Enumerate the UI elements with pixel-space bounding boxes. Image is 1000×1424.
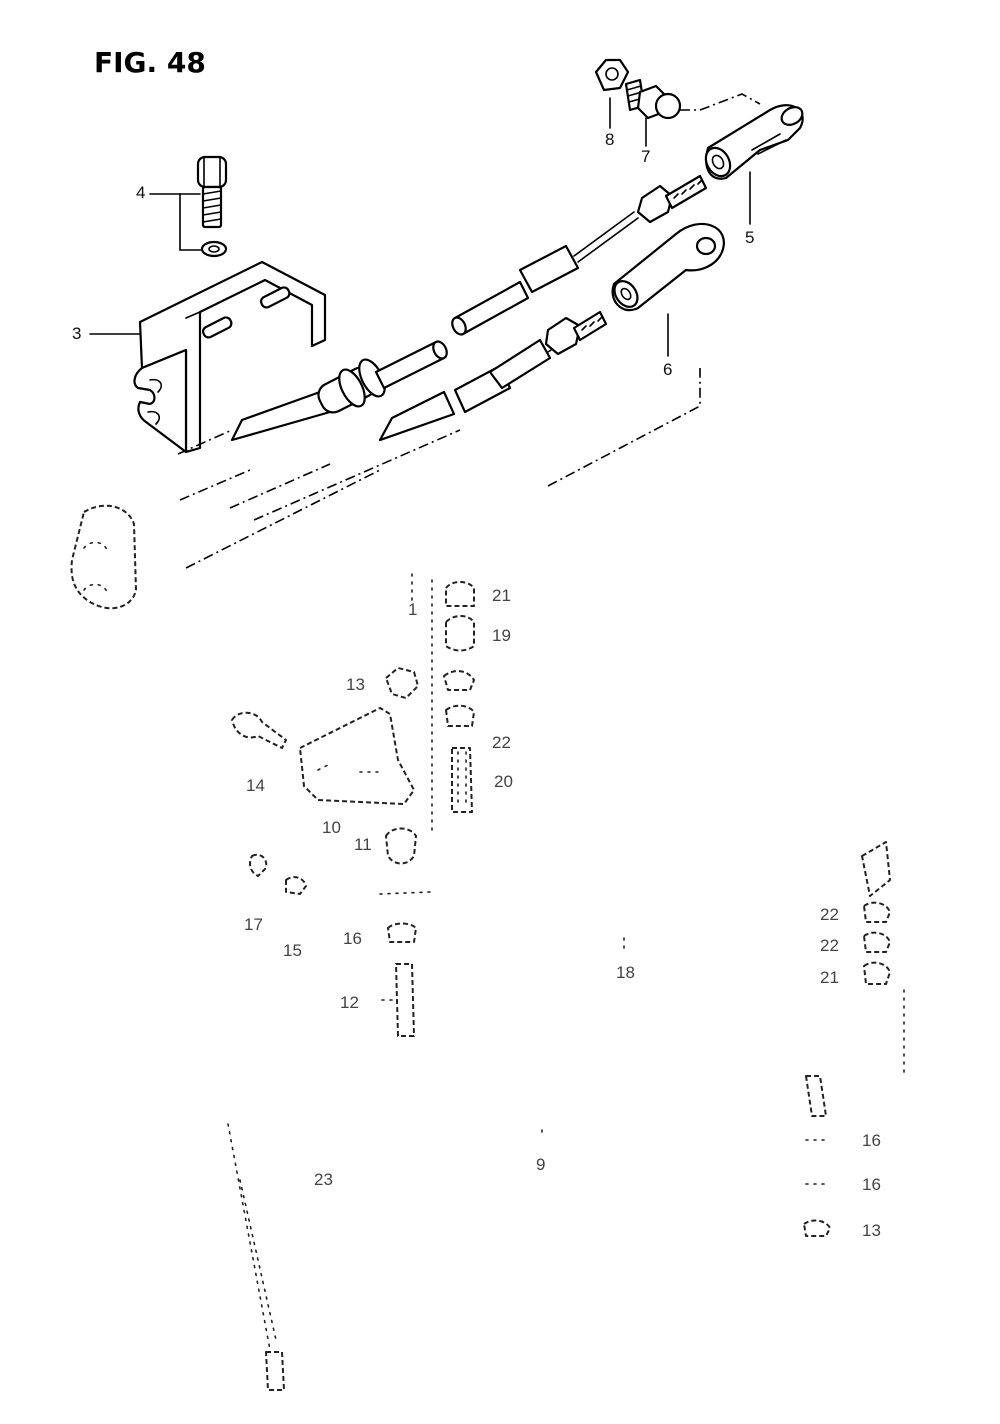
bracket-part [133,260,327,454]
callout-18: 18 [616,963,635,982]
upper-cable [230,174,708,442]
callout-4: 4 [136,183,146,202]
callout-1: 1 [408,600,418,619]
callout-13: 13 [862,1221,881,1240]
callout-20: 20 [494,772,513,791]
callout-13: 13 [346,675,365,694]
callout-7: 7 [641,147,651,166]
stud-part [249,827,431,1037]
callout-17: 17 [244,915,263,934]
callout-21: 21 [820,968,839,987]
leader-line [149,193,203,251]
leader-line [680,93,761,111]
grommet-part [70,504,137,610]
callout-22: 22 [820,905,839,924]
callout-10: 10 [322,818,341,837]
callout-15: 15 [283,941,302,960]
leader-line [179,469,251,501]
callout-5: 5 [745,228,755,247]
leader-line [253,429,461,521]
callout-14: 14 [246,776,265,795]
bolt-part [196,155,228,258]
callout-22: 22 [492,733,511,752]
callout-22: 22 [820,936,839,955]
callout-8: 8 [605,130,615,149]
callout-6: 6 [663,360,673,379]
right-stack [803,841,905,1237]
leader-line [177,429,233,455]
long-rod-part [227,1123,285,1391]
callout-23: 23 [314,1170,333,1189]
figure-title: FIG. 48 [94,46,206,79]
leader-line [547,368,701,487]
arm-part [231,667,419,805]
callout-3: 3 [72,324,82,343]
leader-line [229,463,331,509]
callout-12: 12 [340,993,359,1012]
callout-16: 16 [343,929,362,948]
callout-16: 16 [862,1175,881,1194]
callout-9: 9 [536,1155,546,1174]
pin-bolt-part [624,78,682,120]
clevis-part [704,104,804,180]
ball-joint-stack [431,579,475,831]
leader-line [185,469,381,569]
callout-19: 19 [492,626,511,645]
callout-11: 11 [354,835,372,854]
callout-16: 16 [862,1131,881,1150]
callout-21: 21 [492,586,511,605]
nut-part [594,58,630,92]
lower-cable [378,310,608,442]
rod-end-part [611,223,725,312]
